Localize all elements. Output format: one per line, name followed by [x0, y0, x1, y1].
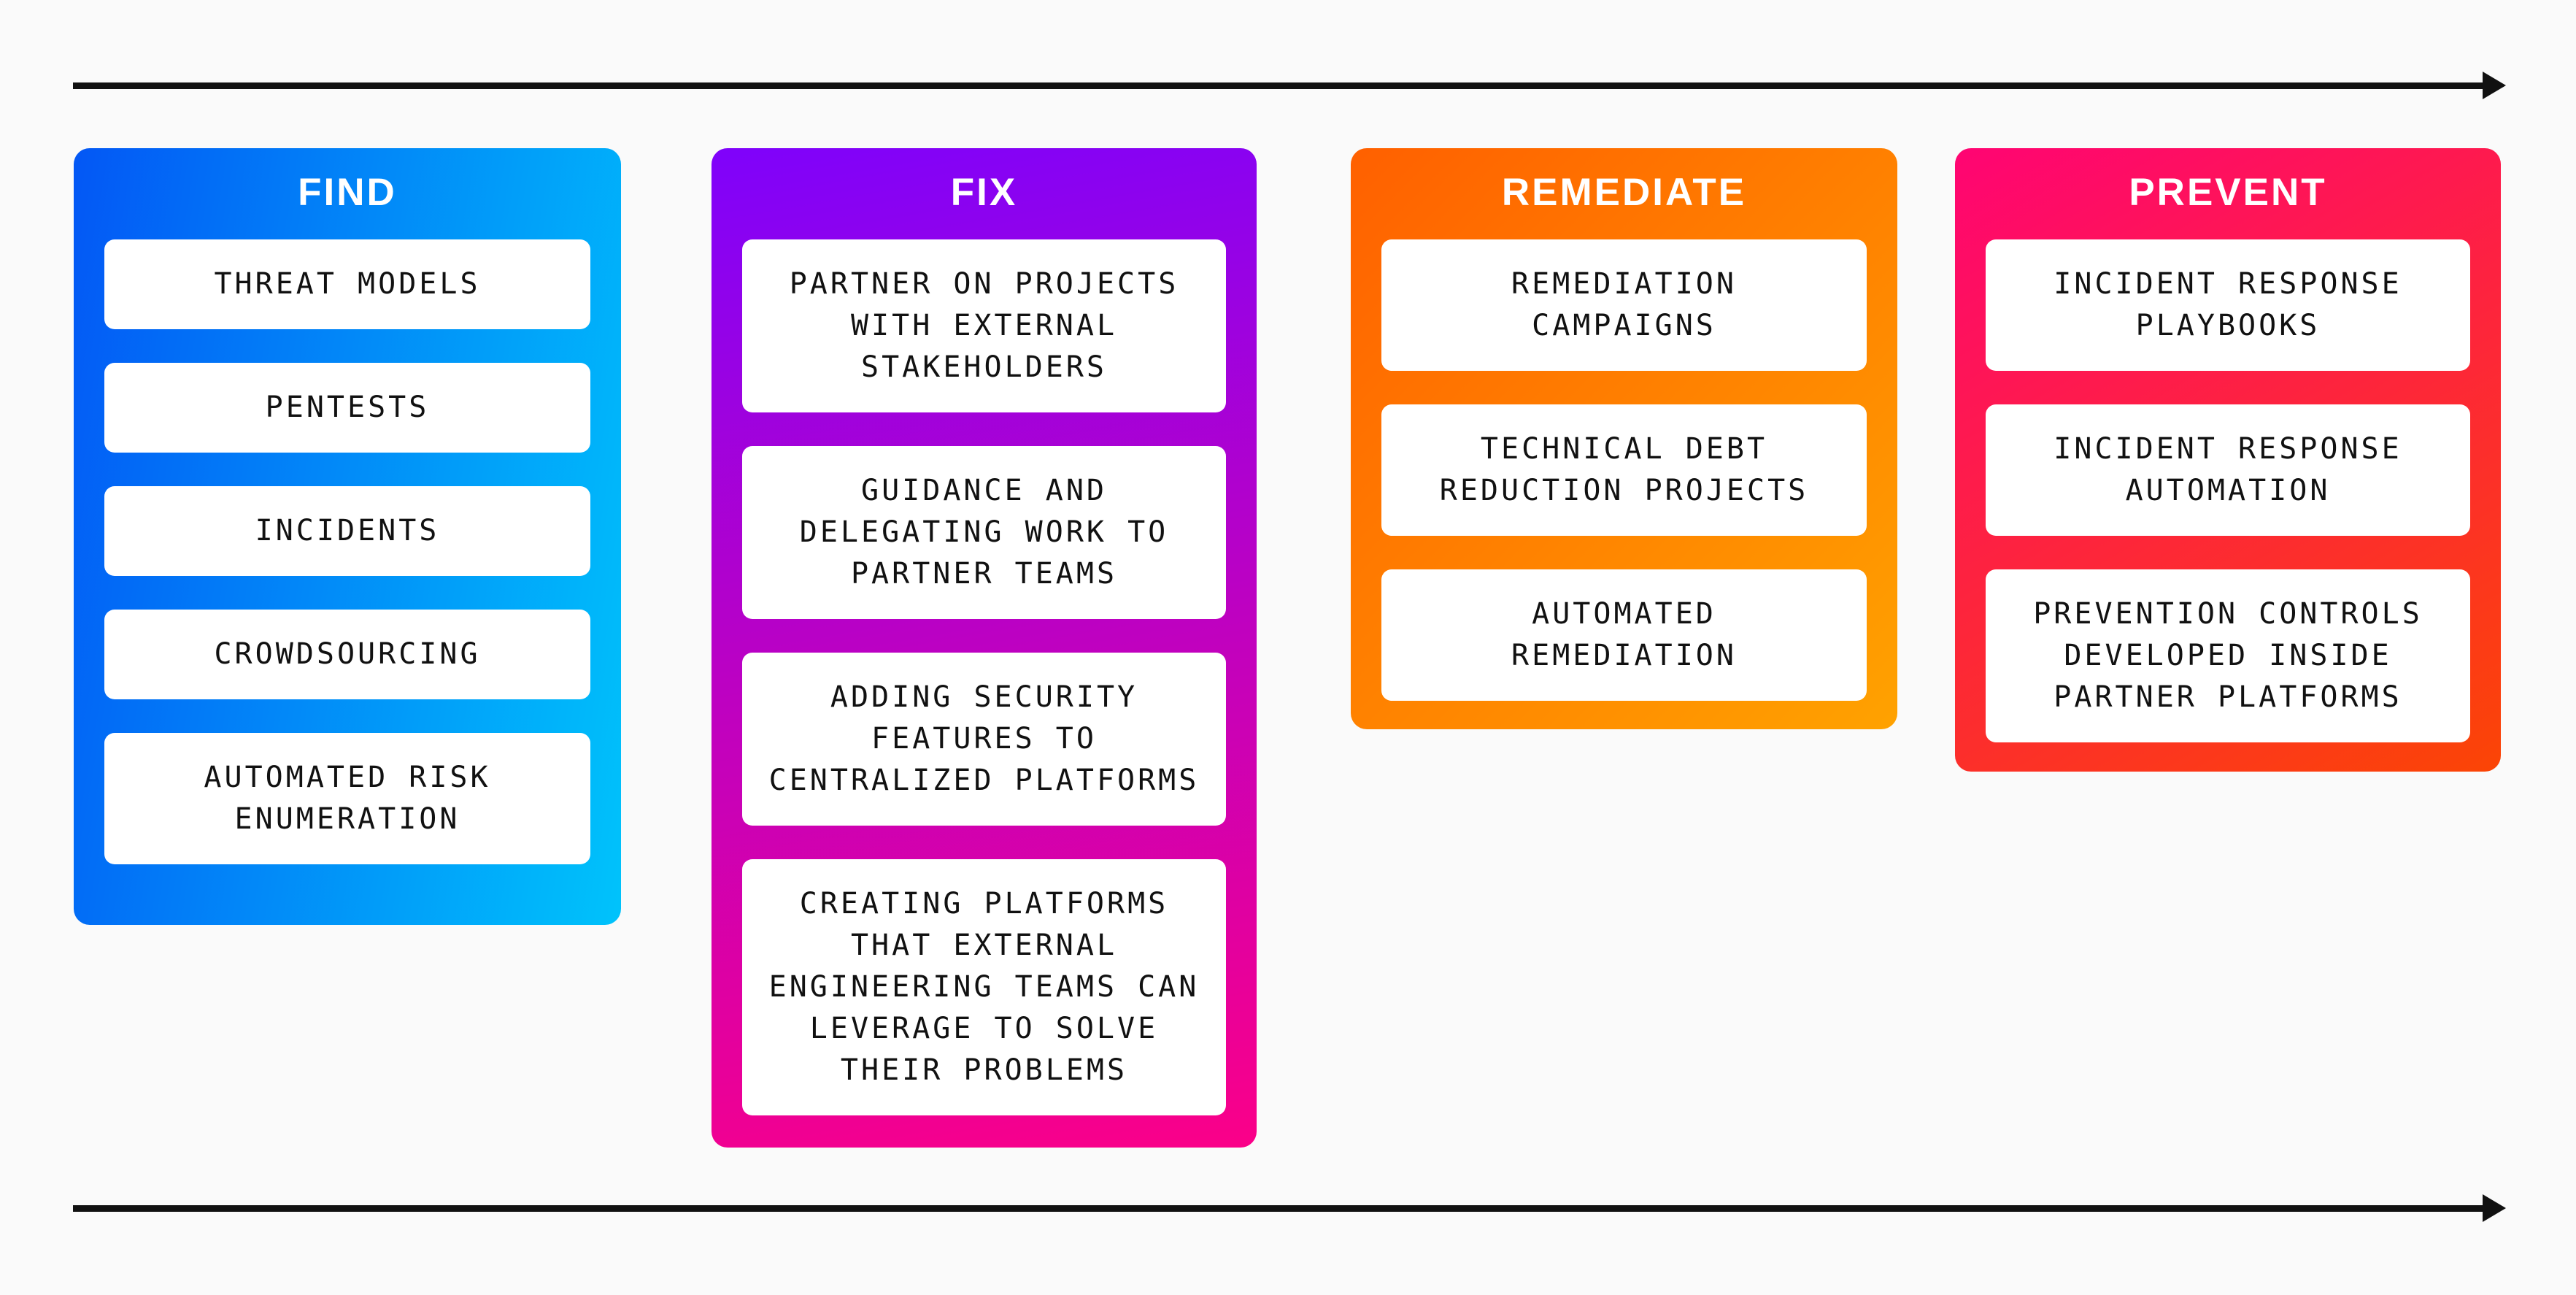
item-label: PARTNER ON PROJECTS WITH EXTERNAL STAKEH… — [789, 267, 1179, 384]
item-card: THREAT MODELS — [104, 239, 590, 329]
arrow-line — [73, 82, 2486, 89]
arrow-line — [73, 1205, 2486, 1212]
item-label: INCIDENT RESPONSE PLAYBOOKS — [2054, 267, 2402, 342]
item-card: INCIDENT RESPONSE AUTOMATION — [1986, 404, 2470, 536]
column-title-find: FIND — [298, 171, 397, 214]
column-prevent: PREVENT INCIDENT RESPONSE PLAYBOOKS INCI… — [1955, 148, 2501, 772]
column-title-fix: FIX — [950, 171, 1018, 214]
timeline-arrow-bottom — [73, 1194, 2506, 1222]
item-card: TECHNICAL DEBT REDUCTION PROJECTS — [1381, 404, 1867, 536]
column-find: FIND THREAT MODELS PENTESTS INCIDENTS CR… — [74, 148, 621, 925]
item-label: AUTOMATED REMEDIATION — [1511, 597, 1737, 672]
item-label: CREATING PLATFORMS THAT EXTERNAL ENGINEE… — [768, 887, 1200, 1087]
item-card: PARTNER ON PROJECTS WITH EXTERNAL STAKEH… — [742, 239, 1226, 412]
column-title-remediate: REMEDIATE — [1501, 171, 1747, 214]
item-card: GUIDANCE AND DELEGATING WORK TO PARTNER … — [742, 446, 1226, 619]
arrow-right-icon — [2483, 1194, 2506, 1222]
item-card: PENTESTS — [104, 363, 590, 453]
item-label: GUIDANCE AND DELEGATING WORK TO PARTNER … — [799, 474, 1169, 591]
arrow-right-icon — [2483, 72, 2506, 99]
column-items: REMEDIATION CAMPAIGNS TECHNICAL DEBT RED… — [1381, 239, 1867, 701]
column-items: INCIDENT RESPONSE PLAYBOOKS INCIDENT RES… — [1986, 239, 2470, 742]
item-label: PREVENTION CONTROLS DEVELOPED INSIDE PAR… — [2033, 597, 2423, 714]
item-label: ADDING SECURITY FEATURES TO CENTRALIZED … — [768, 680, 1200, 797]
item-card: REMEDIATION CAMPAIGNS — [1381, 239, 1867, 371]
column-items: PARTNER ON PROJECTS WITH EXTERNAL STAKEH… — [742, 239, 1226, 1115]
item-card: CROWDSOURCING — [104, 610, 590, 699]
item-card: INCIDENTS — [104, 486, 590, 576]
column-items: THREAT MODELS PENTESTS INCIDENTS CROWDSO… — [104, 239, 590, 864]
item-card: CREATING PLATFORMS THAT EXTERNAL ENGINEE… — [742, 859, 1226, 1115]
item-label: PENTESTS — [265, 391, 430, 424]
item-card: ADDING SECURITY FEATURES TO CENTRALIZED … — [742, 653, 1226, 826]
item-card: INCIDENT RESPONSE PLAYBOOKS — [1986, 239, 2470, 371]
timeline-arrow-top — [73, 72, 2506, 99]
item-label: INCIDENTS — [255, 514, 440, 547]
item-label: TECHNICAL DEBT REDUCTION PROJECTS — [1439, 432, 1809, 507]
item-card: AUTOMATED RISK ENUMERATION — [104, 733, 590, 864]
item-label: THREAT MODELS — [214, 267, 481, 301]
item-label: INCIDENT RESPONSE AUTOMATION — [2054, 432, 2402, 507]
column-remediate: REMEDIATE REMEDIATION CAMPAIGNS TECHNICA… — [1351, 148, 1897, 729]
item-label: REMEDIATION CAMPAIGNS — [1511, 267, 1737, 342]
item-label: CROWDSOURCING — [214, 637, 481, 671]
column-fix: FIX PARTNER ON PROJECTS WITH EXTERNAL ST… — [712, 148, 1257, 1148]
column-title-prevent: PREVENT — [2129, 171, 2327, 214]
item-card: AUTOMATED REMEDIATION — [1381, 569, 1867, 701]
item-card: PREVENTION CONTROLS DEVELOPED INSIDE PAR… — [1986, 569, 2470, 742]
item-label: AUTOMATED RISK ENUMERATION — [204, 761, 491, 836]
